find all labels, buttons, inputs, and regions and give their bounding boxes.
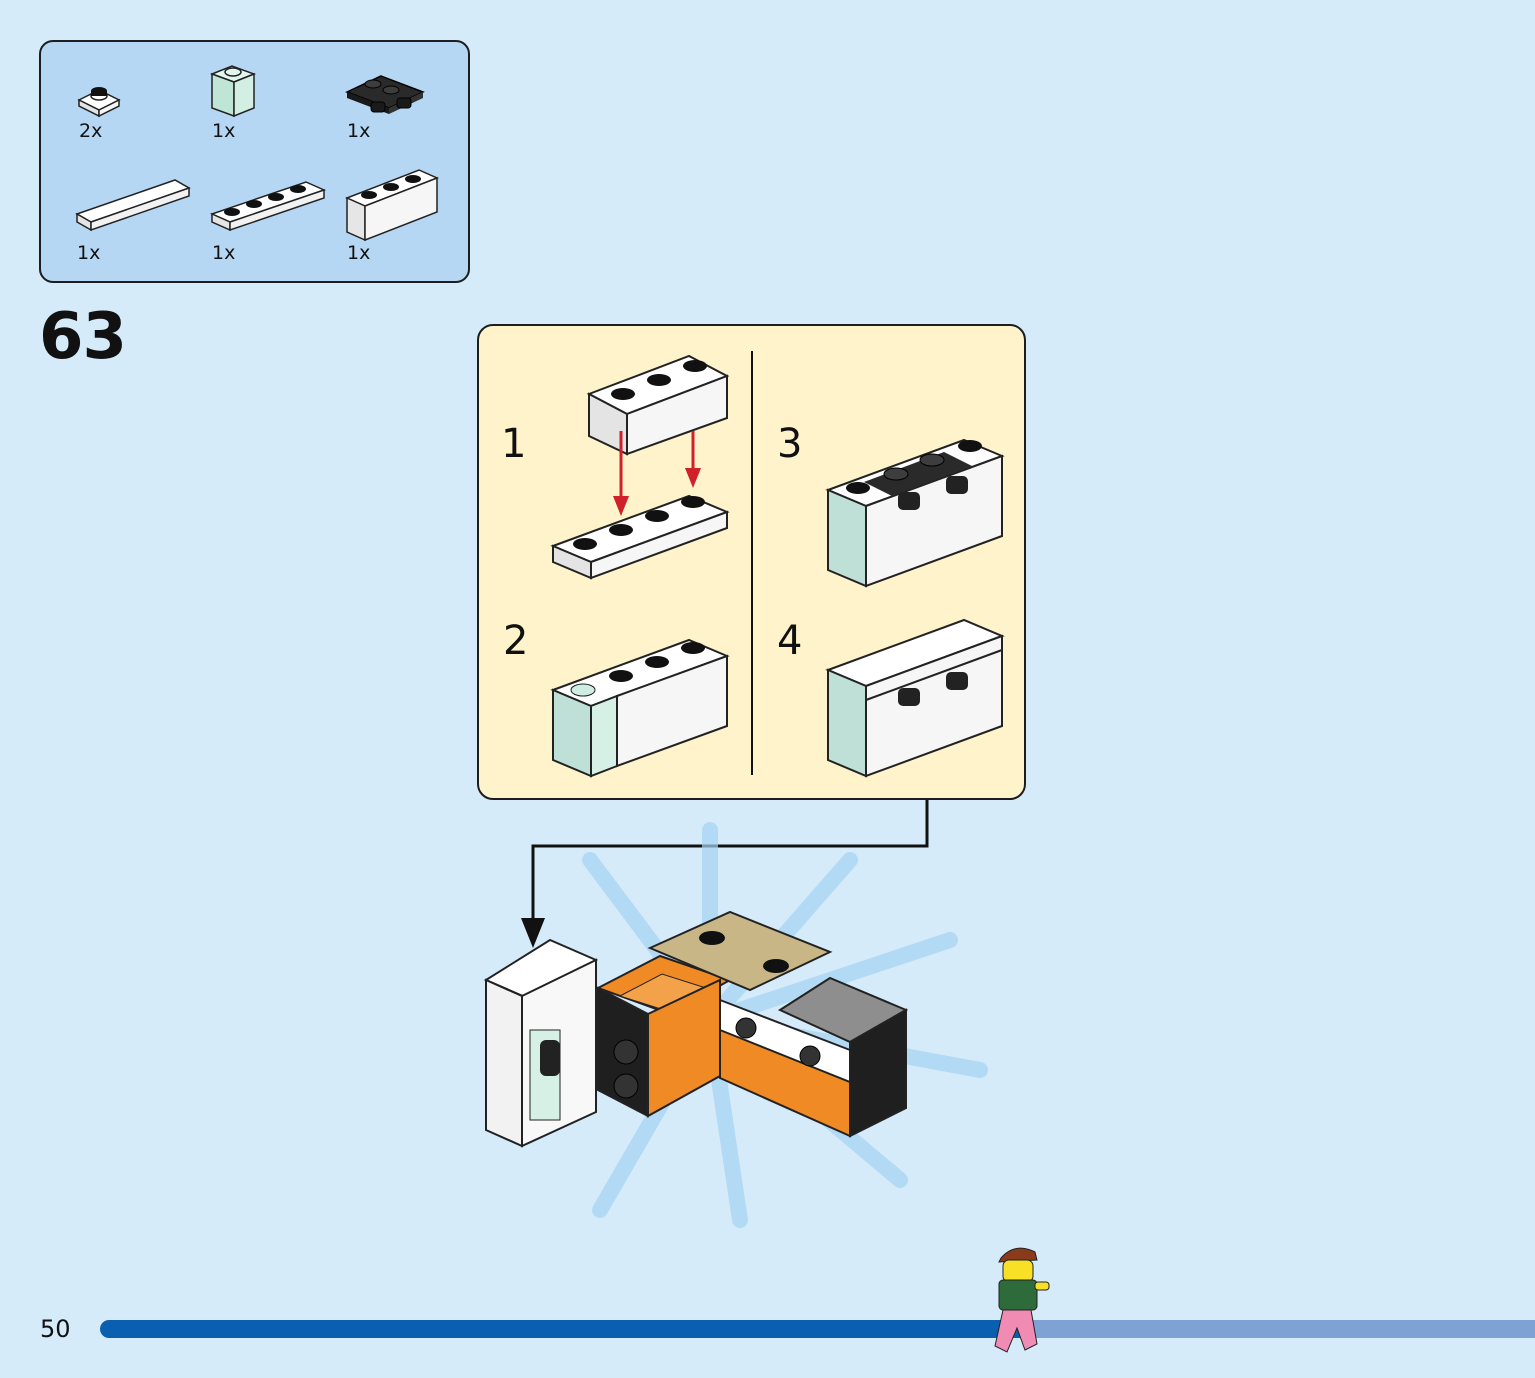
sub-step-1-illustration (550, 354, 730, 580)
placement-arrow (521, 800, 929, 948)
part-quantity: 1x (347, 120, 371, 142)
parts-list: 2x 1x 1x 1x (39, 40, 470, 283)
sub-assembly-box: 1 2 3 4 (477, 324, 1026, 800)
page-number: 50 (40, 1315, 71, 1343)
sub-step-2-illustration (550, 638, 730, 778)
progress-bar (100, 1320, 1535, 1338)
part-item: 1x (71, 172, 201, 282)
part-item: 1x (206, 60, 326, 170)
sub-step-label: 1 (501, 421, 527, 467)
part-item: 1x (341, 162, 451, 272)
white-brick-1x3-icon (345, 169, 439, 242)
progress-bar-fill (100, 1320, 1033, 1338)
sub-step-label: 3 (777, 421, 803, 467)
sub-step-label: 4 (777, 618, 803, 664)
part-item: 2x (71, 62, 191, 172)
sub-divider (751, 351, 753, 775)
part-quantity: 1x (212, 242, 236, 264)
minifigure-icon (994, 1247, 1050, 1353)
black-plate-with-clips-icon (345, 75, 425, 114)
model-illustration (483, 822, 988, 1228)
sub-step-label: 2 (503, 618, 529, 664)
sub-step-4-illustration (825, 618, 1005, 778)
part-item: 1x (206, 172, 336, 282)
part-quantity: 2x (79, 120, 103, 142)
part-item: 1x (341, 62, 461, 172)
mint-brick-1x1-icon (209, 65, 257, 118)
part-quantity: 1x (347, 242, 371, 264)
white-plate-1x1-icon (77, 87, 121, 118)
white-tile-1x4-icon (75, 179, 191, 232)
part-quantity: 1x (77, 242, 101, 264)
part-quantity: 1x (212, 120, 236, 142)
sub-step-3-illustration (825, 438, 1005, 588)
step-number: 63 (39, 300, 127, 374)
white-plate-1x4-icon (209, 181, 327, 232)
